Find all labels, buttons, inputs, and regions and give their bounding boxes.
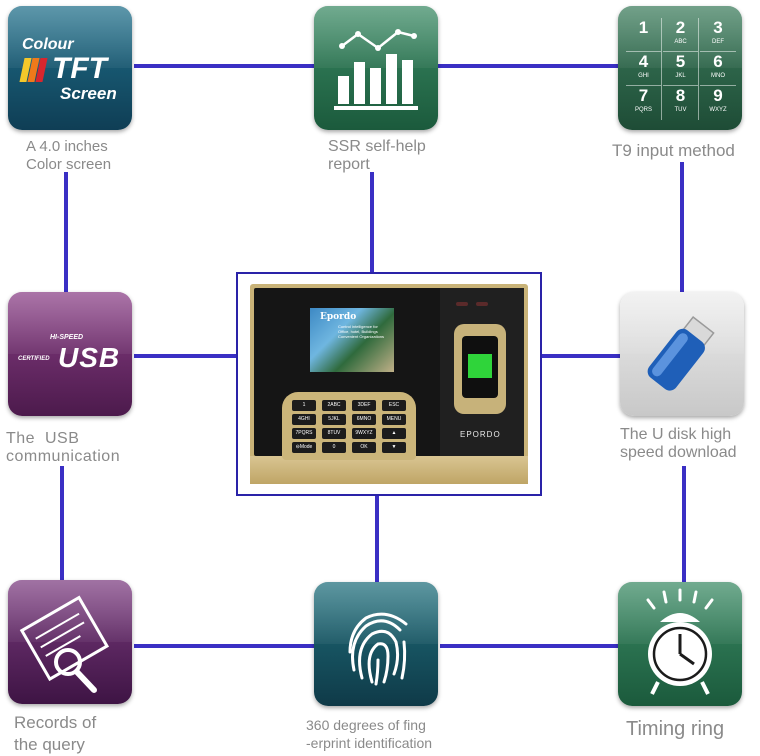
device-key[interactable]: ⊖Mode	[292, 442, 316, 453]
device-key[interactable]: 6MNO	[352, 414, 376, 425]
screen-brand: Epordo	[320, 312, 357, 322]
device-key[interactable]: MENU	[382, 414, 406, 425]
t9-letters: MNO	[711, 73, 725, 79]
tft-colour-label: Colour	[22, 36, 74, 53]
fingerprint-tile	[314, 582, 438, 706]
t9-digit: 8	[675, 86, 686, 105]
connector-mid-right	[538, 354, 620, 358]
device-key[interactable]: ESC	[382, 400, 406, 411]
indicator-lights	[456, 302, 496, 308]
device-key[interactable]: 7PQRS	[292, 428, 316, 439]
tft-screen-tile: Colour TFT Screen	[8, 6, 132, 130]
connector-center-bottom	[375, 492, 379, 584]
usb-caption: The USB communication	[6, 430, 121, 465]
usb-stick-icon	[647, 315, 715, 391]
t9-letters: WXYZ	[709, 107, 727, 113]
usb-tile: HI-SPEED CERTIFIED USB	[8, 292, 132, 416]
ssr-caption: SSR self-help report	[328, 138, 426, 173]
sensor-light	[468, 354, 492, 378]
fingerprint-sensor	[454, 324, 506, 414]
t9-digit: 9	[713, 86, 723, 105]
device-key[interactable]: ▲	[382, 428, 406, 439]
screen-slogan: Control intelligence for Office, hotel, …	[338, 324, 385, 339]
rainbow-bars-icon	[19, 58, 52, 82]
t9-digit: 4	[638, 52, 649, 71]
device-body: Epordo Control intelligence for Office, …	[250, 284, 528, 484]
connector-bottom-right	[440, 644, 620, 648]
fingerprint-icon	[348, 612, 408, 686]
connector-left-lower	[60, 466, 64, 582]
timing-tile	[618, 582, 742, 706]
fingerprint-caption: 360 degrees of fing -erprint identificat…	[306, 717, 433, 751]
udisk-caption: The U disk high speed download	[620, 426, 737, 461]
device-key[interactable]: OK	[352, 442, 376, 453]
connector-top-left	[134, 64, 314, 68]
t9-digit: 5	[675, 52, 686, 71]
timing-caption: Timing ring	[626, 718, 725, 740]
tft-main-label: TFT	[52, 52, 107, 85]
device-key[interactable]: 1	[292, 400, 316, 411]
t9-letters: TUV	[674, 107, 687, 113]
ssr-report-tile	[314, 6, 438, 130]
alarm-clock-icon	[646, 588, 714, 695]
connector-mid-left	[134, 354, 238, 358]
t9-digit: 1	[638, 18, 649, 37]
records-tile	[8, 580, 132, 704]
device-key[interactable]: 9WXYZ	[352, 428, 376, 439]
device-key[interactable]: 5JKL	[322, 414, 346, 425]
document-search-icon	[19, 595, 110, 693]
records-caption: Records of the query	[14, 713, 97, 754]
t9-digit: 7	[638, 86, 649, 105]
device-screen: Epordo Control intelligence for Office, …	[310, 308, 394, 372]
device-key[interactable]: 4GHI	[292, 414, 316, 425]
t9-letters: JKL	[675, 73, 686, 79]
connector-center-top	[370, 172, 374, 274]
t9-digit: 3	[713, 18, 723, 37]
screen-caption: A 4.0 inches Color screen	[26, 138, 112, 173]
t9-digit: 2	[675, 18, 686, 37]
device-key[interactable]: ▼	[382, 442, 406, 453]
bar-chart-icon	[334, 29, 418, 110]
t9-letters: GHI	[638, 73, 649, 79]
connector-left-upper	[64, 172, 68, 292]
connector-right-upper	[680, 162, 684, 292]
device-key[interactable]: 8TUV	[322, 428, 346, 439]
device-key[interactable]: 2ABC	[322, 400, 346, 411]
connector-bottom-left	[134, 644, 314, 648]
usb-certified-label: CERTIFIED	[18, 356, 50, 362]
device-key[interactable]: 0	[322, 442, 346, 453]
attendance-device: Epordo Control intelligence for Office, …	[236, 272, 542, 496]
device-gold-bottom	[250, 456, 528, 484]
t9-key: 1	[626, 18, 662, 52]
panel-brand: EPORDO	[460, 430, 501, 439]
device-key[interactable]: 3DEF	[352, 400, 376, 411]
t9-letters: DEF	[712, 39, 724, 45]
usb-main-label: USB	[58, 342, 121, 373]
device-keypad: 1 2ABC 3DEF ESC 4GHI 5JKL 6MNO MENU 7PQRS 8TUV 9WX…	[292, 400, 412, 460]
tft-screen-label: Screen	[60, 84, 117, 103]
t9-letters: ABC	[674, 39, 687, 45]
t9-letters: PQRS	[634, 107, 652, 113]
usb-hispeed-label: HI-SPEED	[50, 334, 84, 341]
connector-right-lower	[682, 466, 686, 582]
udisk-tile	[620, 292, 744, 416]
t9-caption: T9 input method	[612, 141, 735, 160]
t9-digit: 6	[713, 52, 723, 71]
connector-top-right	[438, 64, 618, 68]
